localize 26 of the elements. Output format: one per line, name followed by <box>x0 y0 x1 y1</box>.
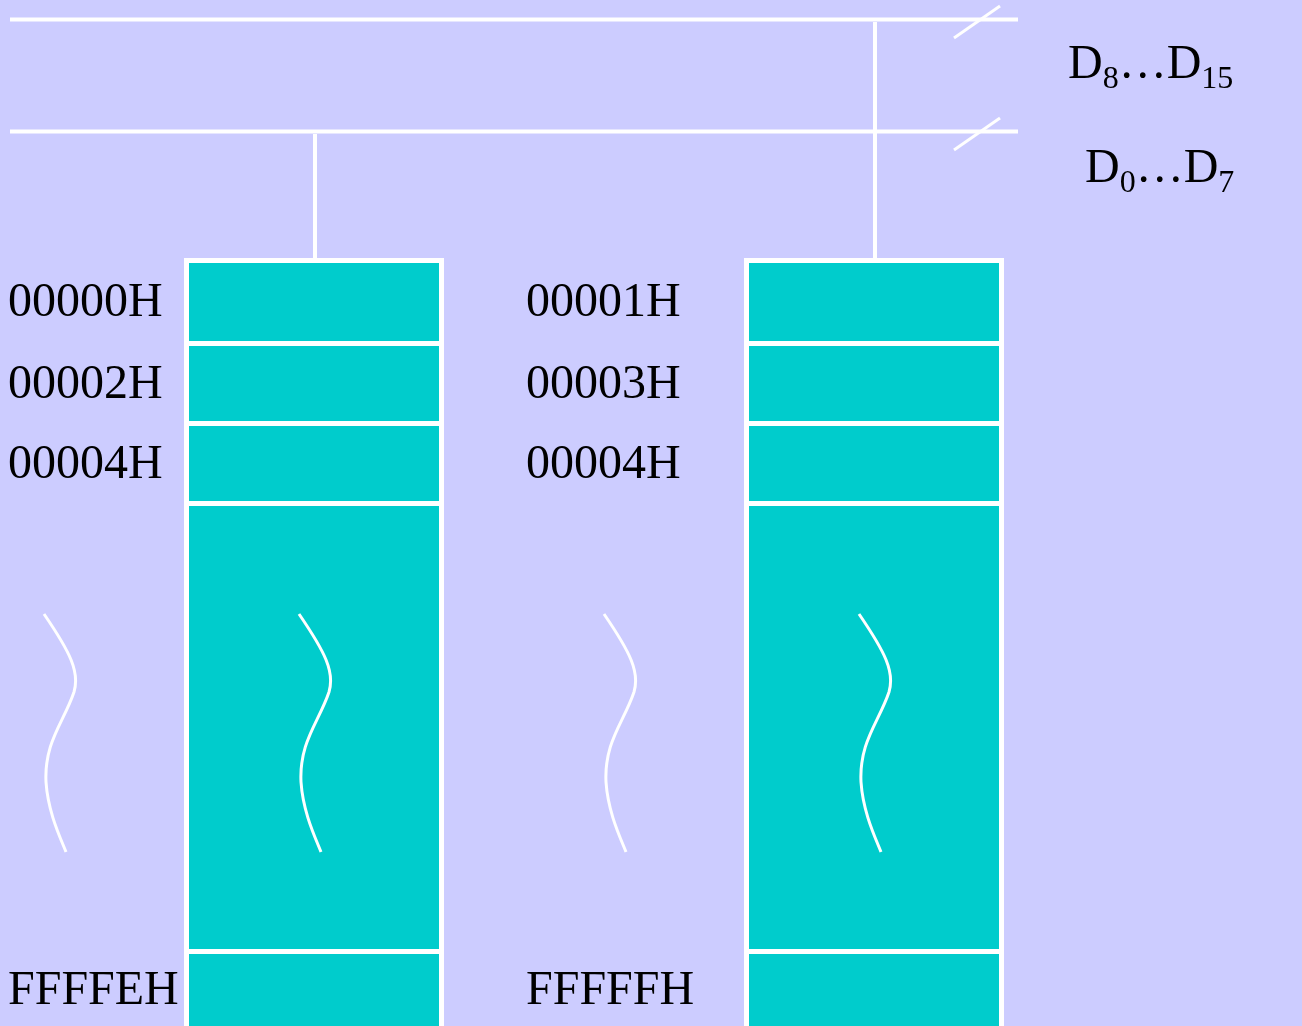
address-label: 00001H <box>526 272 681 328</box>
memory-cell <box>189 263 439 341</box>
address-label: FFFFFH <box>526 960 695 1016</box>
address-label: 00002H <box>8 353 163 410</box>
bus-connector <box>873 22 877 258</box>
address-label: 00004H <box>526 433 681 490</box>
bus-label: D$_{0}$…D$_{7}$ <box>1085 138 1235 194</box>
address-label: 00000H <box>8 272 163 328</box>
bus-line <box>10 129 1018 134</box>
address-label: 00003H <box>526 353 681 410</box>
memory-bank <box>744 258 1004 1026</box>
bus-line <box>10 17 1018 22</box>
bus-connector <box>313 134 317 258</box>
memory-cell <box>749 954 999 1026</box>
memory-cell <box>749 346 999 421</box>
memory-bank <box>184 258 444 1026</box>
memory-cell <box>749 263 999 341</box>
bus-label: D$_{8}$…D$_{15}$ <box>1068 34 1234 90</box>
address-label: 00004H <box>8 433 163 490</box>
memory-cell <box>749 426 999 501</box>
memory-cell <box>189 506 439 949</box>
address-label: FFFFEH <box>8 960 179 1016</box>
memory-cell <box>189 346 439 421</box>
memory-cell <box>189 954 439 1026</box>
memory-cell <box>189 426 439 501</box>
memory-cell <box>749 506 999 949</box>
